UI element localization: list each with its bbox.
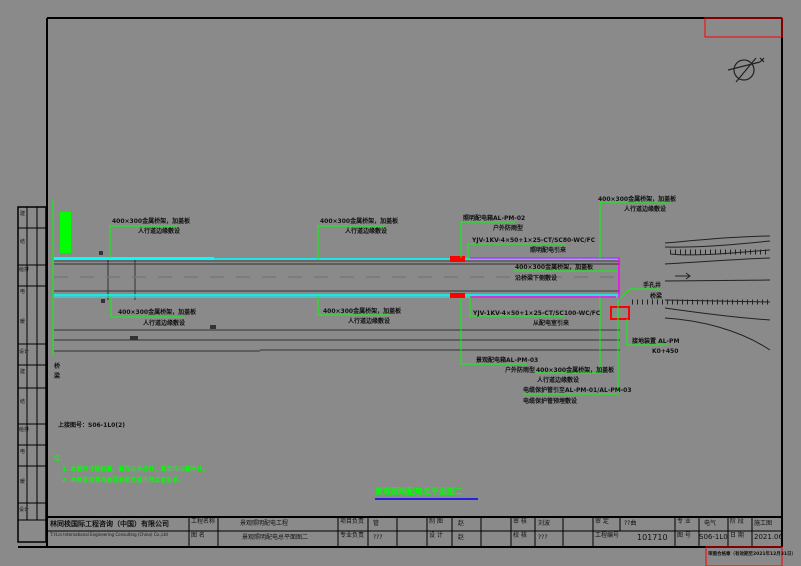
annotation-9-line1: YJV-1KV-4×50+1×25-CT/SC100-WC/FC: [473, 310, 601, 317]
check-value: 刘波: [538, 520, 551, 527]
date-label: 日 期: [730, 532, 744, 539]
annotation-8-line2: 沿桥梁下侧敷设: [515, 275, 558, 282]
left-label-2: 梁: [54, 373, 61, 380]
left-table-row: 电: [20, 289, 26, 295]
annotation-7-line1: YJV-1KV-4×50+1×25-CT/SC80-WC/FC: [472, 237, 596, 244]
left-label-1: 桥: [54, 363, 61, 370]
company-name-cn: 林同棪国际工程咨询（中国）有限公司: [50, 520, 169, 528]
distribution-box-1: [450, 256, 465, 262]
annotation-12-line1: 电缆保护管引至AL-PM-01/AL-PM-03: [523, 387, 632, 394]
annotation-9-line2: 从配电室引来: [533, 320, 570, 327]
project-no-value: 101710: [637, 533, 668, 542]
project-lead-label: 项目负责: [340, 518, 365, 525]
annotation-5-line1: 400×300金属桥架，加盖板: [598, 196, 677, 203]
company-name-en: T.Y.Lin International Engineering Consul…: [50, 532, 168, 537]
discipline-lead-label: 专业负责: [340, 532, 365, 539]
annotation-5-line2: 人行道边缘敷设: [624, 206, 667, 213]
left-table-row: 给排: [19, 267, 30, 273]
annotation-11-line2: 人行道边缘敷设: [537, 377, 580, 384]
annotation-3-line1: 400×300金属桥架，加盖板: [118, 309, 197, 316]
drawing-no-value: S06-1L0: [699, 533, 728, 541]
project-name-value: 景观照明配电工程: [240, 520, 289, 527]
drawing-title: 景观照明配电总平面图二: [375, 487, 463, 496]
annotation-7-line2: 照明配电引来: [530, 247, 567, 254]
annotation-14-line1: 接地装置 AL-PM: [632, 338, 680, 345]
annotation-4-line1: 400×300金属桥架，加盖板: [323, 308, 402, 315]
annotation-1-line1: 400×300金属桥架，加盖板: [112, 218, 191, 225]
drawing-frame: [18, 17, 783, 548]
review-stamp-box: [705, 546, 783, 566]
annotation-4-line2: 人行道边缘敷设: [348, 318, 391, 325]
review-stamp-text: 审图合格章（有效期至2021年12月31日）: [708, 552, 797, 557]
annotation-6-line1: 照明配电箱AL-PM-02: [463, 215, 526, 222]
title-block-grid: [47, 517, 782, 547]
annotation-13-line2: 桥梁: [650, 293, 663, 300]
annotation-6-line2: 户外防雨型: [493, 225, 524, 232]
annotation-2-line2: 人行道边缘敷设: [345, 228, 388, 235]
drawing-no-label: 图 号: [677, 532, 691, 539]
top-right-red-box: [704, 17, 783, 38]
distribution-box-2: [450, 293, 465, 298]
left-table-row: 设计: [19, 349, 30, 355]
annotation-10-line1: 景观配电箱AL-PM-03: [476, 357, 539, 364]
check-label: 审 核: [513, 518, 527, 525]
left-table-row: 暖: [20, 479, 26, 485]
drawn-value: 赵: [458, 520, 465, 527]
annotation-3-line2: 人行道边缘敷设: [143, 320, 186, 327]
left-table-row: 给排: [19, 427, 30, 433]
approved-label: 审 定: [595, 518, 609, 525]
review-value: ???: [538, 534, 548, 541]
cable-tray-top: [54, 257, 214, 260]
discipline-lead-value: ???: [373, 534, 383, 541]
annotation-10-line2: 户外防雨型: [505, 367, 536, 374]
stage-value: 施工图: [754, 520, 773, 527]
left-table-row: 结: [20, 239, 26, 245]
drawing-name-value: 景观照明配电总平面图二: [242, 534, 309, 541]
annotation-2-line1: 400×300金属桥架，加盖板: [320, 218, 399, 225]
upper-reference: 上接图号：S06-1L0(2): [58, 422, 125, 429]
date-value: 2021.06: [754, 533, 783, 541]
annotation-13-line1: 手孔井: [643, 282, 662, 289]
annotation-14-line2: K0+450: [652, 348, 679, 355]
left-table-row: 结: [20, 399, 26, 405]
specialty-label: 专 业: [677, 518, 691, 525]
left-table-row: 设计: [19, 507, 30, 513]
drawn-label: 制 图: [429, 518, 443, 525]
note-2: 2. 本图采用黄海高程系统及城市独立坐标系。: [62, 477, 185, 484]
project-lead-value: 管: [373, 520, 380, 527]
project-no-label: 工程编号: [595, 532, 620, 539]
note-1: 1. 本图尺寸除标高、高程以米计外，其余均以毫米计。: [62, 466, 209, 473]
notes-title: 注：: [54, 455, 67, 462]
stage-label: 阶 段: [730, 518, 744, 525]
left-table-row: 暖: [20, 319, 26, 325]
annotation-1-line2: 人行道边缘敷设: [138, 228, 181, 235]
green-legend-block: [60, 212, 71, 253]
left-sign-table: [17, 206, 47, 543]
left-table-row: 电: [20, 449, 26, 455]
annotation-11-line1: 400×300金属桥架，加盖板: [536, 367, 615, 374]
project-name-label: 工程名称: [191, 518, 216, 525]
specialty-value: 电气: [704, 520, 717, 527]
annotation-12-line2: 电缆保护管预埋敷设: [523, 398, 578, 405]
leader-lines: [52, 200, 670, 395]
left-table-row: 建: [20, 369, 26, 375]
handhole-marker: [610, 306, 630, 320]
review-label: 校 核: [513, 532, 527, 539]
approved-value: ??曲: [624, 520, 637, 527]
left-table-row: 建: [20, 211, 26, 217]
north-arrow-icon: [727, 57, 765, 83]
drawing-name-label: 图 名: [191, 532, 205, 539]
design-value: 赵: [458, 534, 465, 541]
annotation-8-line1: 400×300金属桥架，加盖板: [515, 264, 594, 271]
road-lines: [54, 260, 620, 352]
design-label: 设 计: [429, 532, 443, 539]
bridge-lines: [632, 235, 771, 351]
